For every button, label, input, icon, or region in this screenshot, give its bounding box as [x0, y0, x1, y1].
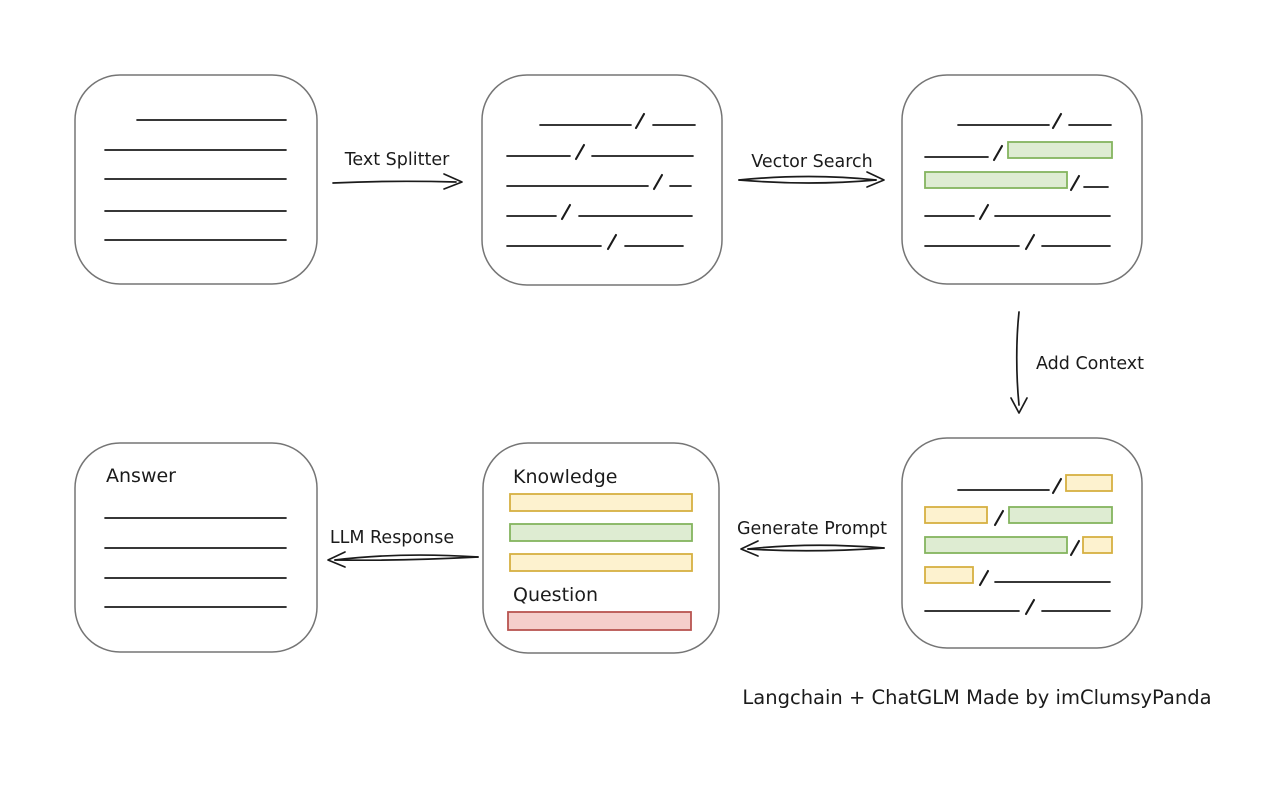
prompt-node: Knowledge Question — [482, 442, 720, 654]
text-splitter-arrow: Text Splitter — [332, 150, 463, 190]
arrow-shaft — [332, 180, 457, 184]
question-bar-red — [507, 611, 692, 631]
split-text-box — [481, 74, 723, 286]
text-splitter-label: Text Splitter — [344, 150, 450, 170]
arrow-shaft — [738, 175, 877, 181]
split-text-node — [481, 74, 723, 286]
highlight-green — [1008, 506, 1113, 524]
arrowhead-right-icon — [443, 173, 463, 190]
slash-mark — [574, 143, 586, 161]
slash-mark — [1069, 174, 1081, 192]
vector-search-label: Vector Search — [751, 152, 872, 172]
vector-result-node — [901, 74, 1143, 285]
arrow-shaft — [1015, 311, 1020, 406]
arrow-shaft — [747, 544, 885, 550]
knowledge-label: Knowledge — [513, 466, 617, 488]
llm-response-label: LLM Response — [330, 528, 454, 548]
document-node — [74, 74, 318, 285]
arrowhead-right-icon — [866, 171, 885, 188]
highlight-green — [924, 536, 1068, 554]
arrow-shaft — [334, 556, 479, 562]
slash-mark — [1024, 233, 1036, 251]
slash-mark — [993, 509, 1005, 527]
arrowhead-left-icon — [327, 551, 346, 568]
context-node — [901, 437, 1143, 649]
highlight-yellow — [1065, 474, 1113, 492]
slash-mark — [978, 569, 990, 587]
slash-mark — [1024, 598, 1036, 616]
arrow-shaft — [738, 179, 877, 184]
credit-text: Langchain + ChatGLM Made by imClumsyPand… — [742, 686, 1211, 709]
arrow-shaft — [747, 547, 885, 552]
slash-mark — [606, 233, 618, 251]
slash-mark — [1051, 112, 1063, 130]
highlight-yellow — [1082, 536, 1113, 554]
arrow-shaft — [334, 554, 479, 561]
generate-prompt-arrow: Generate Prompt — [737, 519, 887, 557]
answer-label: Answer — [106, 465, 176, 487]
llm-response-arrow: LLM Response — [327, 528, 479, 568]
slash-mark — [652, 173, 664, 191]
knowledge-bar-green — [509, 523, 693, 542]
highlight-yellow — [924, 506, 988, 524]
arrowhead-left-icon — [740, 540, 759, 557]
slash-mark — [978, 203, 990, 221]
slash-mark — [992, 144, 1004, 162]
highlight-green — [1007, 141, 1113, 159]
highlight-green — [924, 171, 1068, 189]
generate-prompt-label: Generate Prompt — [737, 519, 887, 539]
add-context-label: Add Context — [1036, 354, 1144, 374]
knowledge-bar-yellow — [509, 553, 693, 572]
add-context-arrow: Add Context — [1010, 311, 1144, 414]
vector-search-arrow: Vector Search — [738, 152, 885, 188]
slash-mark — [560, 203, 572, 221]
slash-mark — [1051, 477, 1063, 495]
highlight-yellow — [924, 566, 974, 584]
arrowhead-down-icon — [1010, 397, 1028, 414]
answer-node: Answer — [74, 442, 318, 653]
question-label: Question — [513, 584, 598, 606]
knowledge-bar-yellow — [509, 493, 693, 512]
slash-mark — [634, 112, 646, 130]
slash-mark — [1069, 539, 1081, 557]
